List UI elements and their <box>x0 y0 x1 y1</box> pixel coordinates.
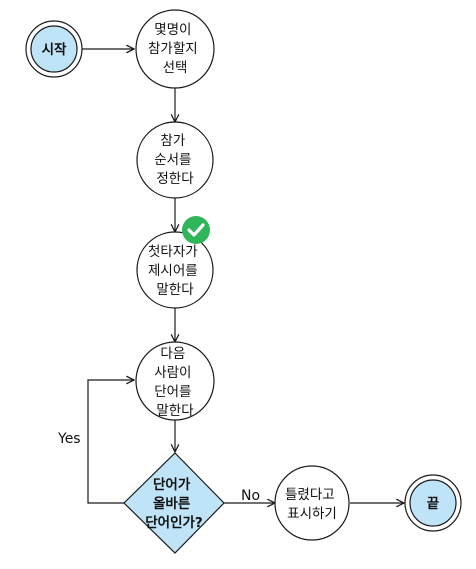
no-edge-label: No <box>241 488 260 504</box>
edges <box>82 49 404 503</box>
next-node: 다음 사람이 단어를 말한다 <box>135 341 215 421</box>
check-circle-icon <box>182 216 210 244</box>
first-node: 첫타자가 제시어를 말한다 <box>136 216 214 309</box>
next-label: 다음 사람이 단어를 말한다 <box>154 346 196 419</box>
start-label: 시작 <box>42 41 67 58</box>
first-circle <box>136 231 214 309</box>
choose-label: 몇명이 참가할지 선택 <box>148 22 202 76</box>
wrong-node: 틀렸다고 표시하기 <box>274 465 350 541</box>
order-circle <box>136 121 214 199</box>
order-label: 참가 순서를 정한다 <box>154 133 196 187</box>
end-inner-circle <box>409 479 457 527</box>
end-label: 끝 <box>427 496 440 512</box>
start-outer-ring <box>25 20 83 78</box>
choose-node: 몇명이 참가할지 선택 <box>135 9 215 89</box>
start-inner-circle <box>30 25 78 73</box>
decision-node: 단어가 올바른 단어인가? <box>123 452 225 554</box>
end-node: 끝 <box>404 474 462 532</box>
decision-diamond <box>123 452 225 554</box>
yes-edge-label: Yes <box>57 431 81 447</box>
order-node: 참가 순서를 정한다 <box>136 121 214 199</box>
next-circle <box>135 341 215 421</box>
decision-label: 단어가 올바른 단어인가? <box>145 476 203 531</box>
start-node: 시작 <box>25 20 83 78</box>
wrong-label: 틀렸다고 표시하기 <box>285 487 339 522</box>
edge-decision-yes-loop <box>87 380 134 504</box>
end-outer-ring <box>404 474 462 532</box>
choose-circle <box>135 9 215 89</box>
first-label: 첫타자가 제시어를 말한다 <box>148 244 202 298</box>
wrong-circle <box>274 465 350 541</box>
